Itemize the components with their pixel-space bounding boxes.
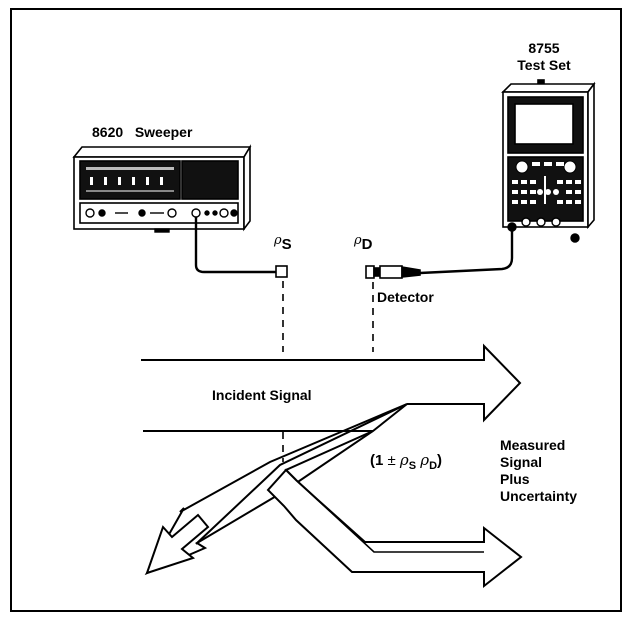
re-reflected-band (266, 468, 523, 589)
sweeper-model: 8620 (92, 124, 124, 140)
rho-d-subscript: D (361, 236, 373, 253)
uncertainty-formula: (1 ± ρS ρD) (370, 451, 443, 473)
detector-probe (365, 265, 421, 279)
measured-line-3: Plus (500, 471, 530, 487)
reference-dashes (282, 281, 374, 462)
rho-d-label: ρD (354, 233, 373, 254)
test-set-cable (419, 228, 514, 275)
incident-signal-label: Incident Signal (212, 387, 312, 403)
measured-signal-label: Measured Signal Plus Uncertainty (500, 437, 577, 505)
rho-s-symbol: ρ (274, 233, 282, 248)
re-reflected-band-inner (295, 479, 484, 553)
rho-d-symbol: ρ (354, 233, 362, 248)
sweeper-cable (194, 217, 278, 274)
sweeper-label: 8620 Sweeper (92, 124, 192, 141)
formula-close: ) (437, 452, 443, 469)
test-set-label: 8755 Test Set (500, 40, 588, 74)
reflection-band-outer (195, 403, 408, 545)
test-set-instrument (501, 79, 596, 230)
test-set-name: Test Set (517, 57, 571, 73)
incident-arrow (141, 343, 522, 423)
rho-s-subscript: S (281, 236, 292, 253)
source-port-connector (275, 265, 288, 278)
test-set-controls (512, 160, 581, 204)
formula-open: (1 (370, 452, 384, 469)
sweeper-knobs (85, 208, 238, 233)
test-set-lower-knobs (507, 217, 580, 243)
re-reflected-arrowhead (145, 513, 210, 575)
formula-sub-s: S (408, 460, 417, 472)
formula-rho-s: ρ (399, 451, 409, 469)
formula-sub-d: D (429, 460, 438, 472)
sweeper-name: Sweeper (134, 124, 193, 140)
sweeper-controls (86, 167, 174, 192)
rho-s-label: ρS (274, 233, 292, 254)
test-set-model: 8755 (528, 40, 560, 56)
measured-line-2: Signal (500, 454, 543, 470)
formula-plus-minus: ± (387, 452, 396, 469)
measured-line-4: Uncertainty (500, 488, 578, 504)
formula-rho-d: ρ (420, 451, 430, 469)
measured-line-1: Measured (500, 437, 566, 453)
detector-label: Detector (377, 289, 434, 305)
